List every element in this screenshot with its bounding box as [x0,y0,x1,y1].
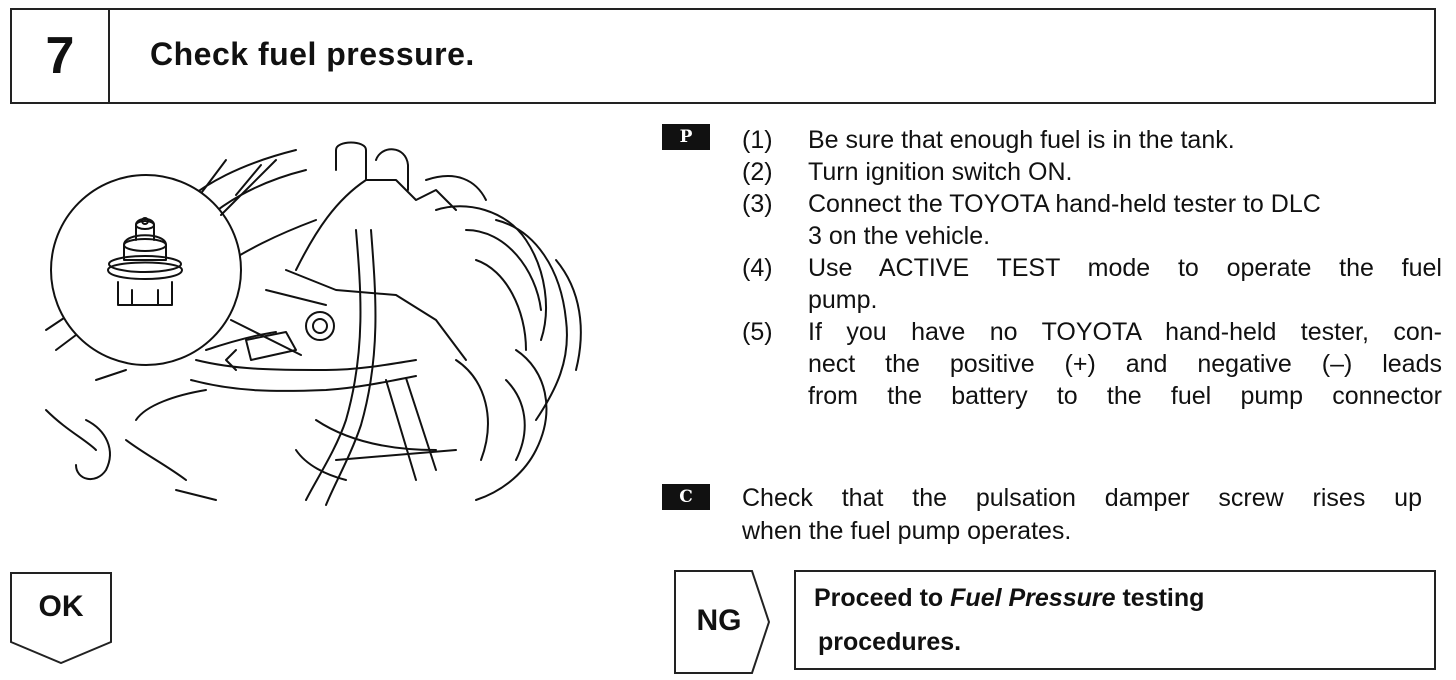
procedure-step-text-line: pump. [808,286,878,314]
ng-action-line: Proceed to Fuel Pressure testing [814,584,1204,613]
procedure-step-text: Be sure that enough fuel is in the tank. [808,126,1235,154]
procedure-step-5: (5) If you have no TOYOTA hand-held test… [742,316,1442,412]
procedure-step-text-line: 3 on the vehicle. [808,222,991,250]
ok-result-label: OK [38,590,84,623]
ng-action-prefix: Proceed to [814,584,951,612]
pulsation-damper-illustration [45,141,582,506]
procedure-step-number: (2) [742,158,773,186]
ng-action-line: procedures. [818,628,962,656]
ng-result-label: NG [696,604,742,637]
ng-action-suffix: testing [1115,584,1205,612]
procedure-step-text-line: If you have no TOYOTA hand-held tester, … [808,318,1442,346]
procedure-step-text-line: Use ACTIVE TEST mode to operate the fuel [808,254,1442,282]
procedure-step-1: (1) Be sure that enough fuel is in the t… [742,124,1442,156]
check-instruction: Check that the pulsation damper screw ri… [742,482,1422,548]
procedure-step-4: (4) Use ACTIVE TEST mode to operate the … [742,252,1442,316]
ng-action-link-text: Fuel Pressure [950,584,1116,612]
procedure-step-text-line: from the battery to the fuel pump connec… [808,382,1442,410]
step-title: Check fuel pressure. [150,36,475,72]
check-text-line: Check that the pulsation damper screw ri… [742,484,1422,512]
procedure-step-number: (1) [742,126,773,154]
ng-action-box: Proceed to Fuel Pressure testing procedu… [794,570,1436,670]
procedure-step-number: (4) [742,254,773,282]
check-text-line: when the fuel pump operates. [742,517,1072,545]
step-header: 7 Check fuel pressure. [10,8,1436,104]
procedure-list: (1) Be sure that enough fuel is in the t… [742,124,1442,412]
procedure-step-2: (2) Turn ignition switch ON. [742,156,1442,188]
procedure-step-text-line: nect the positive (+) and negative (–) l… [808,350,1442,378]
ng-result-arrow-icon [674,570,770,674]
procedure-step-number: (5) [742,318,773,346]
step-number: 7 [12,10,110,102]
check-marker-icon: C [662,484,710,510]
procedure-step-number: (3) [742,190,773,218]
procedure-step-3: (3) Connect the TOYOTA hand-held tester … [742,188,1442,252]
procedure-marker-icon: P [662,124,710,150]
ok-result-arrow-icon [10,572,112,664]
procedure-step-text-line: Connect the TOYOTA hand-held tester to D… [808,190,1321,218]
procedure-step-text: Turn ignition switch ON. [808,158,1073,186]
